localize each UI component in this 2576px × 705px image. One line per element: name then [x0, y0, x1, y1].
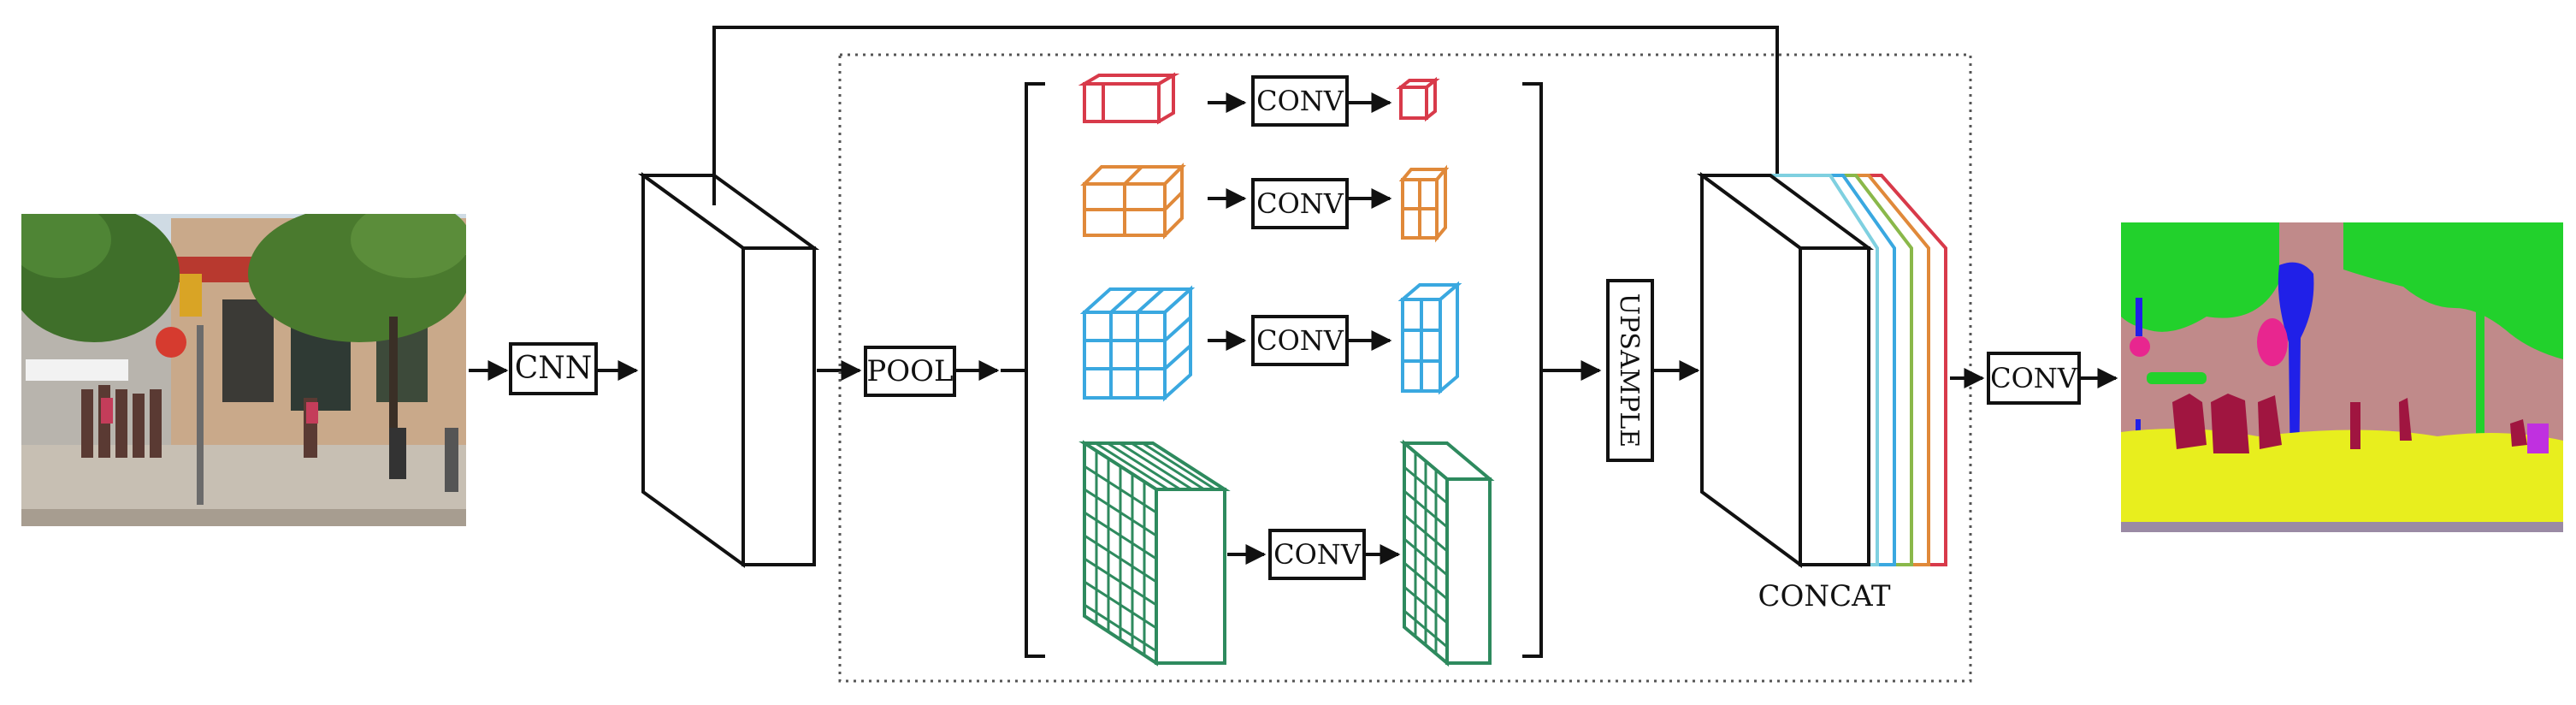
cnn-block: CNN	[509, 342, 598, 395]
upsample-block: UPSAMPLE	[1606, 279, 1654, 462]
branch-1-conv-block: CONV	[1251, 75, 1349, 127]
feature-map-block	[637, 172, 820, 568]
branch-2-input-cube	[1080, 163, 1186, 240]
segmentation-map-icon	[2121, 222, 2563, 532]
skip-connection-wire	[712, 26, 1787, 208]
branch-4-output-cube	[1399, 439, 1495, 667]
conv-3-label: CONV	[1256, 324, 1344, 357]
upsample-label: UPSAMPLE	[1614, 293, 1644, 447]
branch-3-input-cube	[1079, 285, 1196, 402]
branch-2-conv-block: CONV	[1251, 178, 1349, 229]
concat-label: CONCAT	[1758, 579, 1890, 613]
branch-3-output-cube	[1397, 281, 1462, 395]
pool-block: POOL	[864, 346, 956, 397]
pool-label: POOL	[866, 354, 953, 388]
conv-1-label: CONV	[1256, 85, 1344, 117]
branch-2-output-cube	[1398, 164, 1450, 243]
conv-4-label: CONV	[1273, 538, 1362, 571]
branch-3-conv-block: CONV	[1251, 315, 1349, 366]
cnn-label: CNN	[515, 351, 593, 386]
conv-2-label: CONV	[1256, 187, 1344, 220]
concat-block: CONCAT	[1696, 172, 1947, 613]
branch-4-conv-block: CONV	[1268, 529, 1366, 580]
conv-out-label: CONV	[1990, 362, 2078, 394]
branch-1-input-cube	[1078, 72, 1180, 125]
input-street-photo-icon	[21, 214, 466, 526]
left-bracket	[1025, 82, 1045, 658]
output-conv-block: CONV	[1987, 352, 2081, 405]
branch-1-output-cube	[1396, 76, 1440, 122]
branch-4-input-cube	[1078, 440, 1231, 666]
right-bracket	[1522, 82, 1543, 658]
